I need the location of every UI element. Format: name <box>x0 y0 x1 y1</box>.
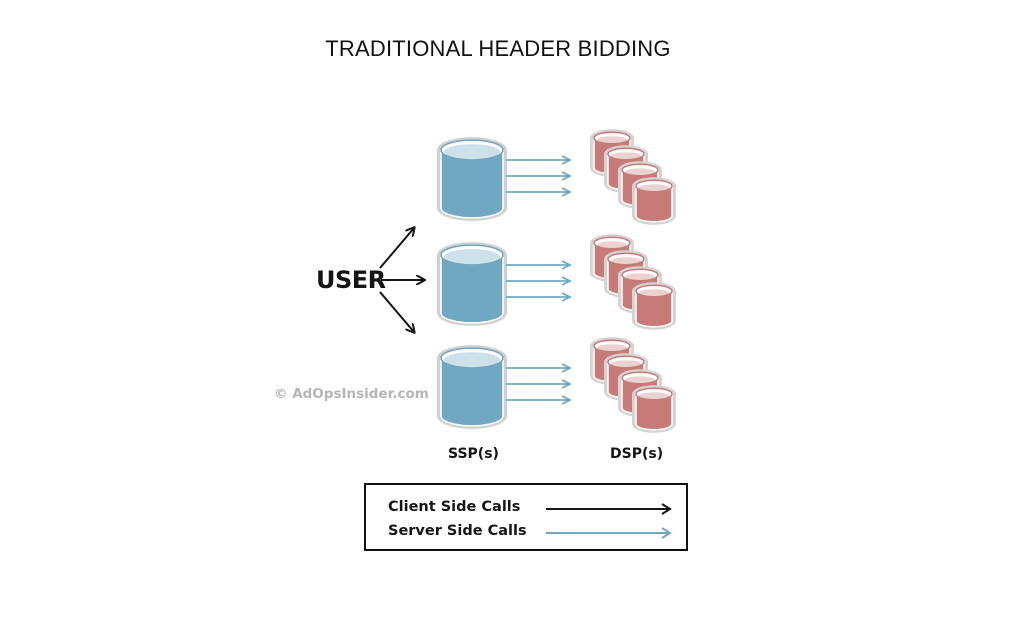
ssp-column <box>437 137 507 429</box>
watermark-text: © AdOpsInsider.com <box>274 386 429 402</box>
client-arrow-down <box>379 291 414 332</box>
ssp-1-cylinder <box>437 137 507 221</box>
legend-box: Client Side Calls Server Side Calls <box>364 483 688 551</box>
legend-client-label: Client Side Calls <box>388 499 521 515</box>
legend-server-label: Server Side Calls <box>388 523 527 539</box>
dsp-column <box>590 129 676 433</box>
user-label: USER <box>316 266 386 294</box>
client-arrow-up <box>379 228 414 269</box>
client-arrows <box>379 228 424 332</box>
diagram-title: TRADITIONAL HEADER BIDDING <box>325 36 671 61</box>
legend-client-arrow <box>546 503 672 515</box>
ssp-3-cylinder <box>437 345 507 429</box>
dsp-cylinder <box>632 385 676 433</box>
ssp-2-cylinder <box>437 242 507 326</box>
dsp-label: DSP(s) <box>610 446 664 462</box>
server-arrows <box>506 160 570 400</box>
ssp-label: SSP(s) <box>448 446 499 462</box>
dsp-cylinder <box>632 282 676 330</box>
legend-server-arrow <box>546 527 672 539</box>
dsp-cylinder <box>632 177 676 225</box>
